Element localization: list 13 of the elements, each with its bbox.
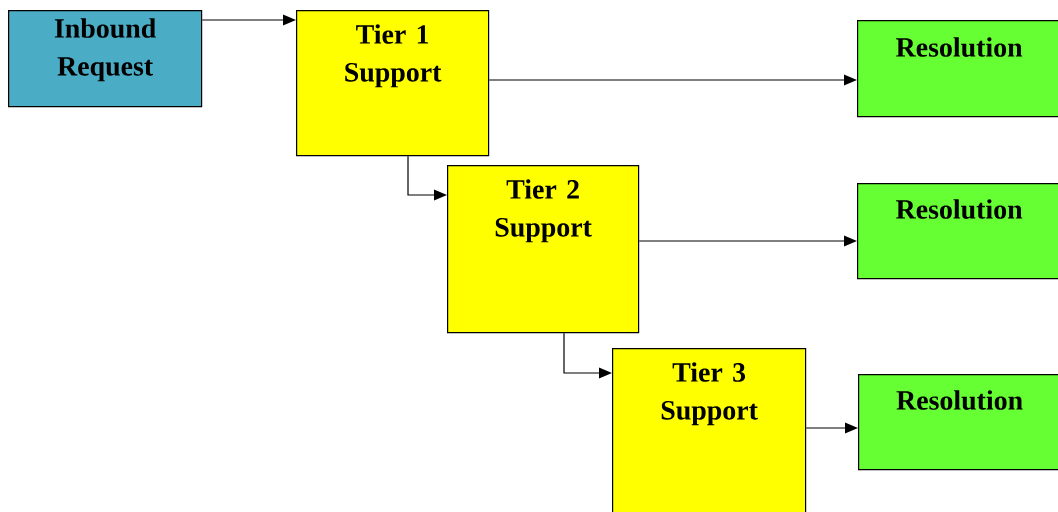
support-box: Tier 2 Support bbox=[447, 165, 640, 334]
arrow bbox=[805, 422, 858, 434]
arrow bbox=[407, 155, 447, 201]
arrow bbox=[201, 14, 296, 26]
resolution-box: Resolution bbox=[858, 374, 1058, 471]
arrow bbox=[488, 74, 857, 86]
arrow bbox=[563, 332, 612, 379]
arrow bbox=[638, 235, 857, 247]
resolution-box: Resolution bbox=[857, 20, 1058, 118]
resolution-box: Resolution bbox=[857, 183, 1058, 280]
request-box: Inbound Request bbox=[8, 10, 203, 108]
support-box: Tier 1 Support bbox=[296, 10, 490, 157]
support-box: Tier 3 Support bbox=[612, 348, 807, 512]
